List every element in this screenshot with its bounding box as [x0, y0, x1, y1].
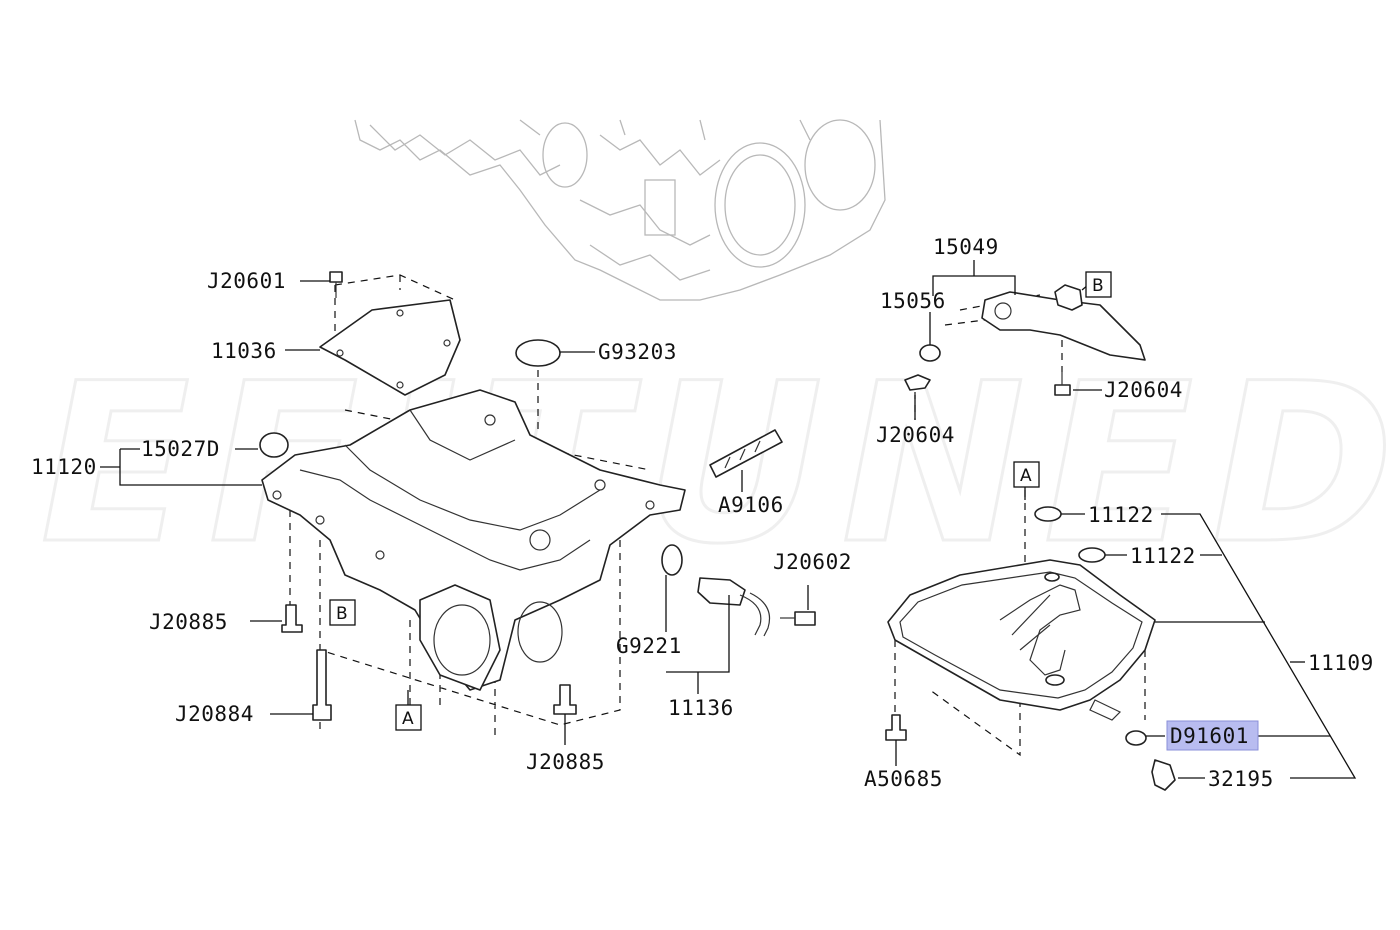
label-15027d: 15027D	[141, 437, 220, 461]
label-g9221: G9221	[616, 634, 682, 658]
stud-a9106	[709, 429, 783, 478]
label-11122-a: 11122	[1088, 503, 1154, 527]
label-d91601: D91601	[1170, 724, 1249, 748]
svg-text:B: B	[336, 604, 348, 624]
baffle-plate	[319, 271, 461, 396]
label-j20602: J20602	[773, 550, 852, 574]
label-a9106: A9106	[718, 493, 784, 517]
ref-box-a-left: A	[395, 704, 422, 731]
label-15049: 15049	[933, 235, 999, 259]
label-11109: 11109	[1308, 651, 1374, 675]
svg-text:B: B	[1092, 276, 1104, 296]
svg-text:A: A	[402, 709, 414, 729]
label-j20601: J20601	[207, 269, 286, 293]
label-j20885-b: J20885	[526, 750, 605, 774]
label-11036: 11036	[211, 339, 277, 363]
label-g93203: G93203	[598, 340, 677, 364]
label-32195: 32195	[1208, 767, 1274, 791]
ref-box-a-right: A	[1013, 461, 1040, 488]
label-j20885-a: J20885	[149, 610, 228, 634]
oil-level-pipe	[661, 544, 816, 637]
oil-pan-upper	[261, 389, 686, 740]
ref-box-b-top: B	[1085, 271, 1112, 298]
oil-filler-cap	[259, 432, 289, 458]
label-j20604-a: J20604	[1104, 378, 1183, 402]
bolts-left	[281, 604, 577, 721]
label-j20604-b: J20604	[876, 423, 955, 447]
highlight-d91601	[1166, 720, 1259, 751]
engine-block-outline	[354, 119, 886, 301]
oring-g93203	[515, 339, 561, 367]
label-11122-b: 11122	[1130, 544, 1196, 568]
label-11136: 11136	[668, 696, 734, 720]
label-11120: 11120	[31, 455, 97, 479]
label-a50685: A50685	[864, 767, 943, 791]
ref-box-b-left: B	[329, 599, 356, 626]
label-j20884: J20884	[175, 702, 254, 726]
label-15056: 15056	[880, 289, 946, 313]
oil-pan-lower	[885, 490, 1176, 791]
svg-text:A: A	[1020, 466, 1032, 486]
